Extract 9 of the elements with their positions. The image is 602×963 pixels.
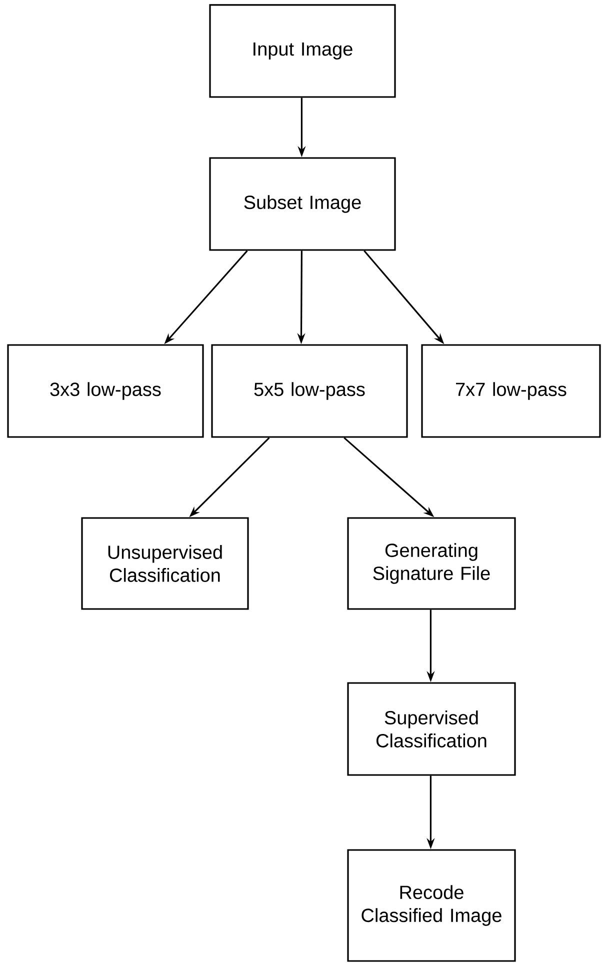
process-box: 7x7 low-pass [421,344,601,438]
process-box: 5x5 low-pass [211,344,408,438]
process-box: Unsupervised Classification [81,517,249,610]
process-box: 3x3 low-pass [7,344,204,438]
process-box: Supervised Classification [347,682,516,776]
process-box: Recode Classified Image [347,849,516,962]
process-box: Subset Image [209,157,396,251]
process-box: Generating Signature File [347,517,516,610]
process-box: Input Image [209,4,396,98]
